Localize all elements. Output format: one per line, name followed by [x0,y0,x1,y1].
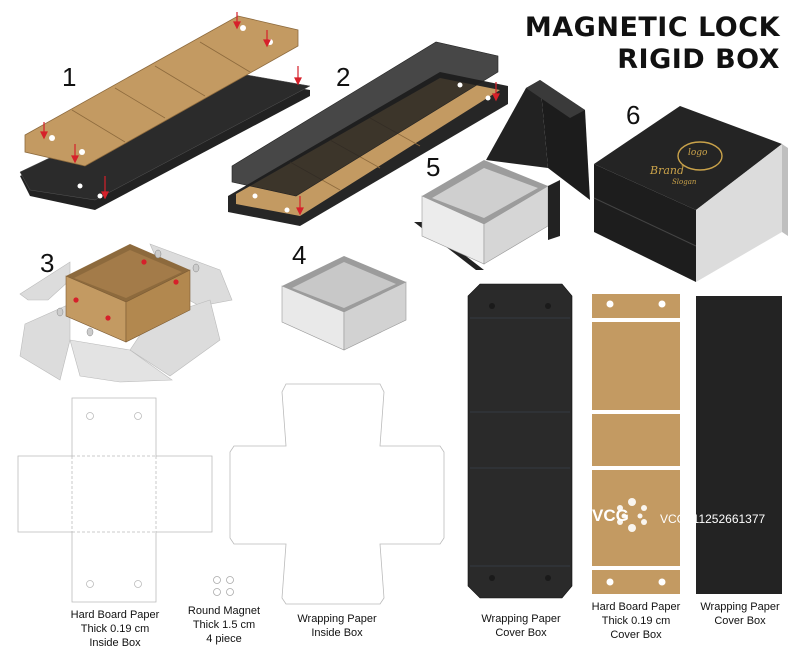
step-number-2: 2 [336,62,351,92]
caption-wrapping-cover: Wrapping Paper Cover Box [481,613,561,639]
step5-open-box [414,80,590,270]
watermark-id: VCG211252661377 [660,512,766,526]
step-number-3: 3 [40,248,55,278]
inside-box-dieline [17,397,213,603]
wrapping-cover-plain [696,296,782,594]
step6-closed-box [593,106,788,282]
step1-assembly [19,12,311,210]
step-number-6: 6 [626,100,641,130]
caption-wrapping-cover-black: Wrapping Paper Cover Box [700,601,780,627]
hard-board-cover-dieline [592,294,680,594]
caption-hard-board-cover: Hard Board Paper Thick 0.19 cm Cover Box [591,601,681,641]
caption-wrapping-inside: Wrapping Paper Inside Box [297,613,377,639]
watermark-logo: VCG [592,506,629,525]
step-number-5: 5 [426,152,441,182]
vcg-watermark-mark [617,498,647,532]
round-magnets [213,576,234,596]
title-line2: RIGID BOX [617,44,780,75]
lid-brand-text: Brand [650,164,685,177]
wrapping-inside-dieline [229,383,445,605]
caption-round-magnet: Round Magnet Thick 1.5 cm 4 piece [187,605,261,645]
step-number-4: 4 [292,240,307,270]
step2-assembly [228,41,508,226]
caption-hard-board-inside: Hard Board Paper Thick 0.19 cm Inside Bo… [70,609,160,649]
step3-assembly [19,243,233,383]
wrapping-cover-black-dieline [467,283,573,599]
title-line1: MAGNETIC LOCK [524,12,780,43]
lid-slogan-text: Slogan [672,178,697,186]
lid-logo-text: logo [688,148,708,158]
step-number-1: 1 [62,62,77,92]
step4-box [281,256,407,351]
